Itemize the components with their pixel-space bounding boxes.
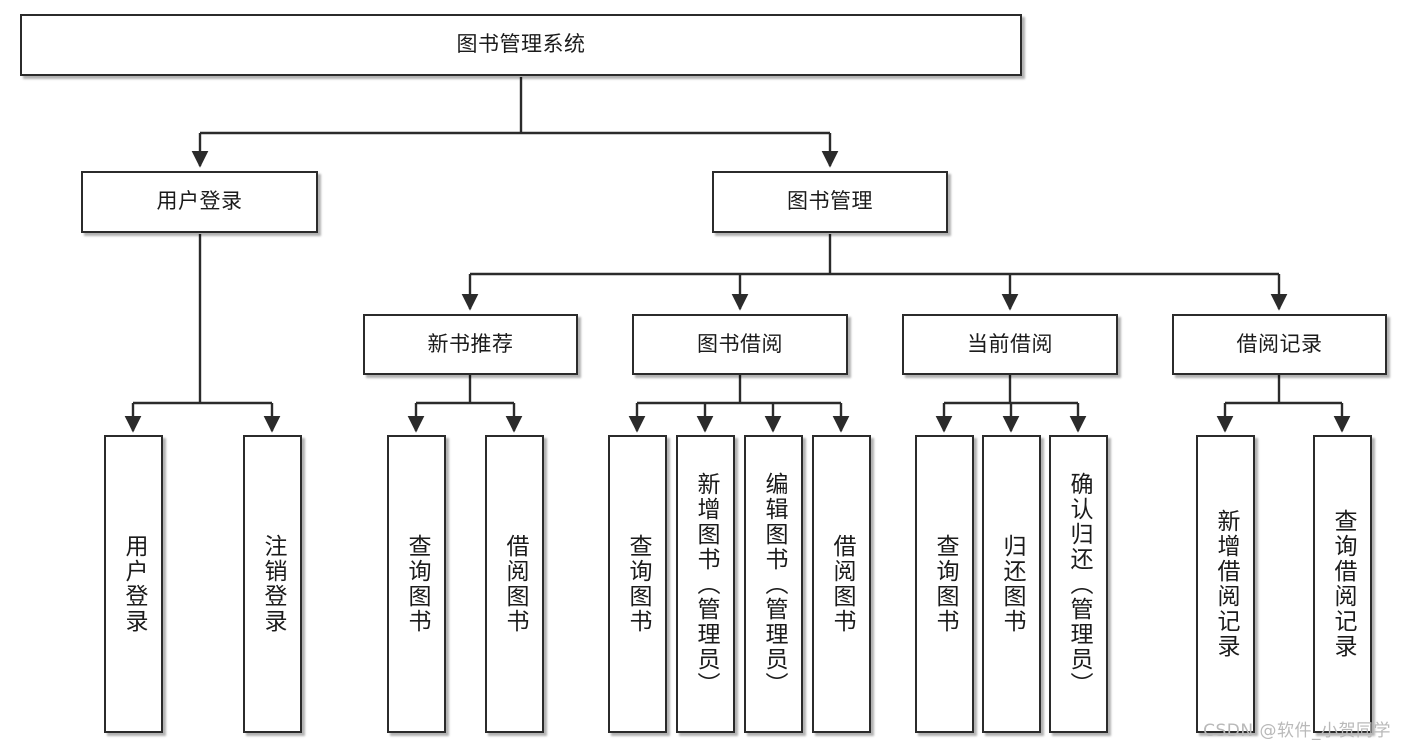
leaf-user-logout[interactable]: 注销登录 [243, 435, 302, 733]
leaf-user-logout-label: 注销登录 [260, 534, 286, 634]
leaf-recommend-query-book[interactable]: 查询图书 [387, 435, 446, 733]
node-borrow-record-label: 借阅记录 [1236, 331, 1323, 356]
leaf-borrow-edit-book[interactable]: 编辑图书（管理员） [744, 435, 803, 733]
leaf-current-query-book-label: 查询图书 [932, 534, 958, 634]
node-book-borrow[interactable]: 图书借阅 [632, 314, 848, 375]
node-root[interactable]: 图书管理系统 [20, 14, 1022, 76]
leaf-record-add[interactable]: 新增借阅记录 [1196, 435, 1255, 733]
node-user-login-label: 用户登录 [156, 189, 243, 214]
leaf-current-query-book[interactable]: 查询图书 [915, 435, 974, 733]
node-book-manage-label: 图书管理 [787, 189, 873, 214]
leaf-user-login-label: 用户登录 [121, 534, 147, 634]
leaf-borrow-query-book-label: 查询图书 [625, 534, 651, 634]
leaf-borrow-add-book[interactable]: 新增图书（管理员） [676, 435, 735, 733]
node-book-borrow-label: 图书借阅 [697, 331, 783, 356]
leaf-record-add-label: 新增借阅记录 [1213, 509, 1239, 659]
node-user-login[interactable]: 用户登录 [81, 171, 318, 233]
leaf-borrow-borrow-book[interactable]: 借阅图书 [812, 435, 871, 733]
leaf-recommend-borrow-book-label: 借阅图书 [502, 534, 528, 634]
leaf-borrow-add-book-label: 新增图书（管理员） [693, 471, 719, 697]
leaf-recommend-borrow-book[interactable]: 借阅图书 [485, 435, 544, 733]
node-current-borrow[interactable]: 当前借阅 [902, 314, 1118, 375]
node-new-book-recommend-label: 新书推荐 [427, 331, 514, 356]
leaf-user-login[interactable]: 用户登录 [104, 435, 163, 733]
leaf-current-confirm-return[interactable]: 确认归还（管理员） [1049, 435, 1108, 733]
leaf-record-query-label: 查询借阅记录 [1330, 509, 1356, 659]
leaf-borrow-query-book[interactable]: 查询图书 [608, 435, 667, 733]
leaf-current-return-book[interactable]: 归还图书 [982, 435, 1041, 733]
leaf-borrow-edit-book-label: 编辑图书（管理员） [761, 471, 787, 697]
node-root-label: 图书管理系统 [456, 32, 586, 57]
node-new-book-recommend[interactable]: 新书推荐 [363, 314, 578, 375]
leaf-recommend-query-book-label: 查询图书 [404, 534, 430, 634]
watermark: CSDN @软件_小贺同学 [1203, 721, 1391, 741]
node-current-borrow-label: 当前借阅 [967, 331, 1053, 356]
leaf-borrow-borrow-book-label: 借阅图书 [829, 534, 855, 634]
leaf-current-confirm-return-label: 确认归还（管理员） [1066, 471, 1092, 697]
leaf-current-return-book-label: 归还图书 [999, 534, 1025, 634]
node-book-manage[interactable]: 图书管理 [712, 171, 948, 233]
leaf-record-query[interactable]: 查询借阅记录 [1313, 435, 1372, 733]
node-borrow-record[interactable]: 借阅记录 [1172, 314, 1387, 375]
